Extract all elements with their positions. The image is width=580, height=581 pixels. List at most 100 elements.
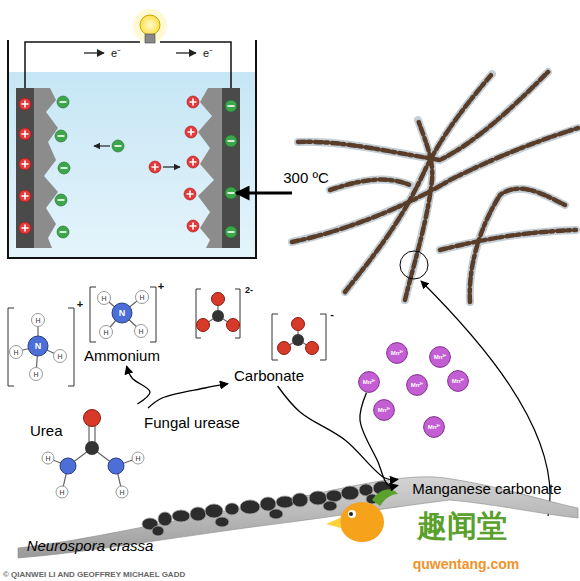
reaction-arrow [148, 384, 228, 408]
heating-arrow [236, 192, 292, 195]
negative-charge [55, 130, 67, 142]
charges [19, 96, 237, 238]
oxygen-atom [278, 342, 291, 355]
mineral-crust [440, 230, 576, 250]
ion-circle: Mn²⁺ [358, 371, 380, 393]
crystal [205, 504, 223, 518]
label-node: Carbonate [228, 366, 310, 386]
ion-label: Mn²⁺ [428, 424, 441, 431]
highlight-circle [400, 251, 428, 279]
mineral-crust [330, 180, 410, 190]
carbon-atom [292, 334, 304, 346]
mineral-crust [405, 120, 432, 300]
text-label: H [35, 317, 40, 324]
text-label: N [35, 342, 42, 351]
atoms [10, 291, 319, 499]
text-label: H [59, 489, 64, 496]
porous-layer [34, 88, 58, 248]
logo-beak [326, 518, 341, 528]
positive-charge [187, 156, 199, 168]
nitrogen-atom [28, 336, 48, 356]
text-label: 300 ºC [283, 170, 329, 185]
electron-arrow [176, 52, 196, 53]
bracket [196, 289, 240, 338]
ion-arrow [163, 166, 180, 167]
hydrogen-atom [132, 452, 144, 464]
manganese-ion [359, 372, 380, 393]
manganese-ion [387, 343, 408, 364]
electron-arrow [84, 52, 104, 53]
mineral-crust [292, 128, 578, 242]
crystal [225, 503, 239, 515]
ion-circle: Mn²⁺ [373, 399, 395, 421]
ion-label: Mn²⁺ [378, 407, 391, 414]
negative-charge [57, 226, 69, 238]
hydrogen-atom [56, 486, 68, 498]
mineral-crust [345, 74, 492, 292]
logo-pupil [349, 512, 353, 516]
wire [25, 42, 231, 88]
ion-arrow [94, 145, 110, 146]
mineral-crust [298, 72, 548, 160]
ion-circle: Mn²⁺ [406, 374, 428, 396]
logo-eye [348, 510, 356, 518]
light-bulb [140, 15, 160, 35]
carbon-atom [85, 441, 99, 455]
text-label: e⁻ [111, 48, 121, 59]
oxygen-atom [197, 319, 210, 332]
text-label: H [135, 455, 140, 462]
nitrogen-atom [108, 458, 124, 474]
text-label: + [77, 299, 83, 310]
hypha [330, 180, 410, 190]
text-label: H [101, 295, 106, 302]
bracket [272, 314, 326, 360]
oxygen-atom [292, 318, 305, 331]
text-label: H [13, 349, 18, 356]
ion-label: Mn²⁺ [363, 379, 376, 386]
crystal [215, 517, 229, 527]
text-label: H [33, 371, 38, 378]
positive-charge [149, 161, 161, 173]
bond [16, 320, 60, 374]
negative-charge [225, 187, 237, 199]
ion-circle: Mn²⁺ [447, 370, 469, 392]
crystal [276, 496, 294, 508]
electrode [222, 88, 240, 248]
hydrogen-atom [116, 486, 128, 498]
text-label: H [45, 455, 50, 462]
crystal [158, 512, 172, 526]
nitrogen-atom [60, 458, 76, 474]
node-label: Manganese carbonate [412, 481, 561, 498]
node-label: Urea [30, 423, 63, 440]
positive-charge [187, 96, 199, 108]
text-label: 2- [245, 286, 253, 295]
crystal [292, 493, 308, 507]
positive-charge [19, 128, 31, 140]
negative-charge [225, 226, 237, 238]
text-label: e⁻ [203, 48, 213, 59]
label-node: Neurospora crassa [20, 536, 160, 556]
reaction-arrow [278, 386, 398, 480]
ion-circle: Mn²⁺ [423, 416, 445, 438]
hydrogen-atom [98, 292, 111, 305]
text-label: + [158, 281, 164, 292]
hydrogen-atom [100, 326, 113, 339]
label-node: Urea [26, 404, 148, 500]
carbon-atom [212, 310, 224, 322]
manganese-ion [374, 400, 395, 421]
text-label: quwentang.com [413, 557, 520, 571]
text-label: © QIANWEI LI AND GEOFFREY MICHAEL GADD [3, 571, 185, 579]
positive-charge [185, 126, 197, 138]
crystal [152, 526, 164, 536]
manganese-ion [407, 375, 428, 396]
negative-charge [55, 194, 67, 206]
negative-charge [57, 96, 69, 108]
electrode [16, 88, 34, 248]
negative-charge [58, 162, 70, 174]
hyphae-micrograph [292, 72, 578, 302]
oxygen-atom [212, 293, 225, 306]
hydrogen-atom [135, 325, 148, 338]
label-node: Ammonium [82, 346, 162, 366]
